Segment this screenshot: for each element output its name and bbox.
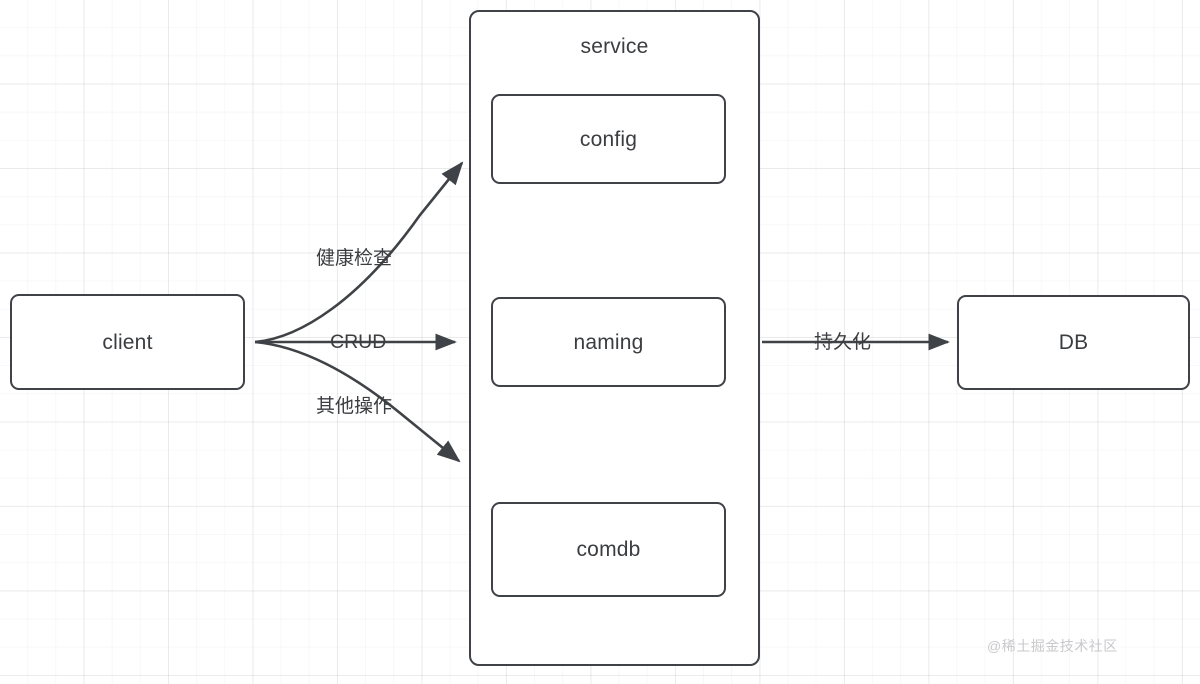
edge-label-health-check: 健康检查 [316, 248, 393, 269]
node-comdb[interactable]: comdb [491, 502, 726, 597]
edge-label-crud: CRUD [330, 331, 387, 353]
watermark: @稀土掘金技术社区 [987, 638, 1118, 654]
node-naming-label: naming [573, 330, 644, 354]
node-config-label: config [579, 127, 638, 151]
edge-label-other-ops: 其他操作 [316, 396, 393, 417]
node-db[interactable]: DB [957, 295, 1190, 390]
node-comdb-label: comdb [576, 538, 641, 561]
node-service-label: service [580, 35, 649, 58]
node-naming[interactable]: naming [491, 297, 726, 387]
node-config[interactable]: config [491, 94, 726, 184]
node-client-label: client [102, 330, 153, 354]
node-client[interactable]: client [10, 294, 245, 390]
edge-label-persist: 持久化 [814, 332, 872, 353]
node-db-label: DB [1058, 331, 1089, 354]
